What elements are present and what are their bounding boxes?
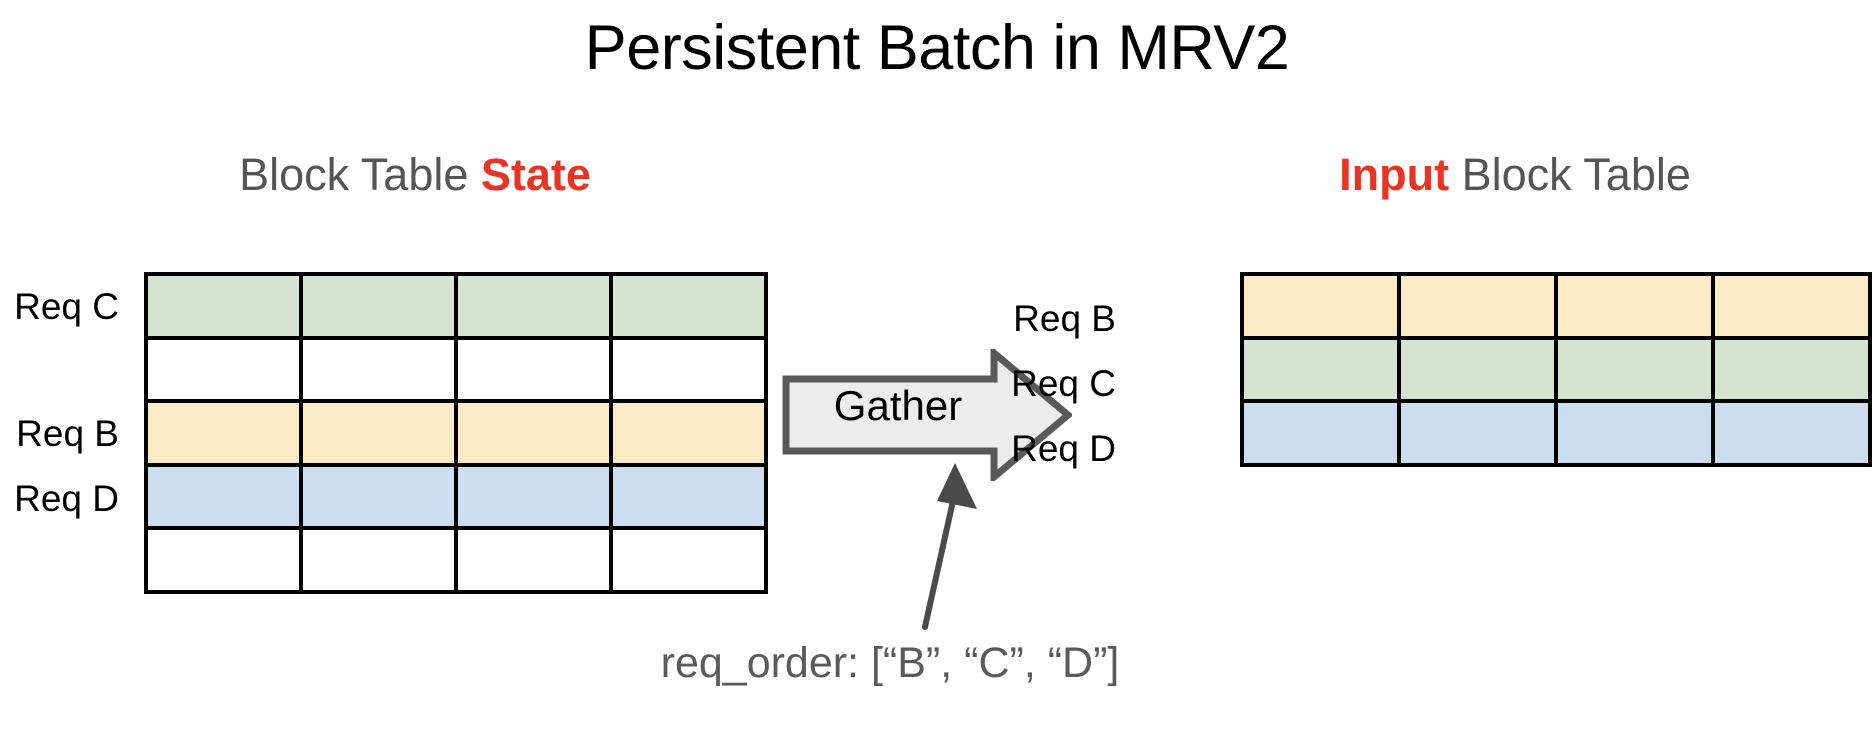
- table-cell: [1401, 276, 1554, 336]
- table-cell: [613, 403, 764, 463]
- table-cell: [148, 276, 299, 336]
- table-cell: [1244, 339, 1397, 400]
- table-cell: [303, 530, 454, 590]
- table-cell: [148, 403, 299, 463]
- table-cell: [458, 403, 609, 463]
- table-cell: [613, 276, 764, 336]
- table-cell: [1244, 403, 1397, 463]
- table-cell: [148, 466, 299, 527]
- table-cell: [1244, 276, 1397, 336]
- right-heading-accent: Input: [1339, 149, 1450, 200]
- table-cell: [458, 466, 609, 527]
- left-heading-prefix: Block Table: [239, 149, 481, 200]
- table-cell: [303, 276, 454, 336]
- state-row-label-req-d: Req D: [14, 478, 119, 519]
- input-block-table-grid: [1240, 272, 1872, 467]
- req-order-pointer-arrow: [905, 455, 1045, 635]
- table-cell: [148, 530, 299, 590]
- table-cell: [1715, 403, 1868, 463]
- table-cell: [1401, 403, 1554, 463]
- table-cell: [303, 466, 454, 527]
- table-cell: [1558, 276, 1711, 336]
- left-heading-accent: State: [480, 149, 591, 200]
- table-cell: [613, 466, 764, 527]
- table-cell: [1558, 403, 1711, 463]
- table-cell: [1715, 339, 1868, 400]
- table-cell: [458, 339, 609, 400]
- right-panel-heading: Input Block Table: [1250, 150, 1780, 200]
- input-row-label-req-c: Req C: [1011, 363, 1116, 404]
- page-title: Persistent Batch in MRV2: [584, 13, 1290, 83]
- right-heading-suffix: Block Table: [1449, 149, 1691, 200]
- state-row-label-req-c: Req C: [14, 286, 119, 327]
- input-row-label-req-d: Req D: [1011, 428, 1116, 469]
- table-cell: [613, 530, 764, 590]
- table-cell: [458, 276, 609, 336]
- table-cell: [613, 339, 764, 400]
- block-table-state-grid: [144, 272, 768, 594]
- table-cell: [1558, 339, 1711, 400]
- req-order-caption: req_order: [“B”, “C”, “D”]: [660, 639, 1120, 687]
- table-cell: [1401, 339, 1554, 400]
- table-cell: [303, 403, 454, 463]
- table-cell: [458, 530, 609, 590]
- input-row-label-req-b: Req B: [1013, 298, 1116, 339]
- table-cell: [1715, 276, 1868, 336]
- table-cell: [303, 339, 454, 400]
- left-panel-heading: Block Table State: [190, 150, 640, 200]
- state-row-label-req-b: Req B: [16, 413, 119, 454]
- table-cell: [148, 339, 299, 400]
